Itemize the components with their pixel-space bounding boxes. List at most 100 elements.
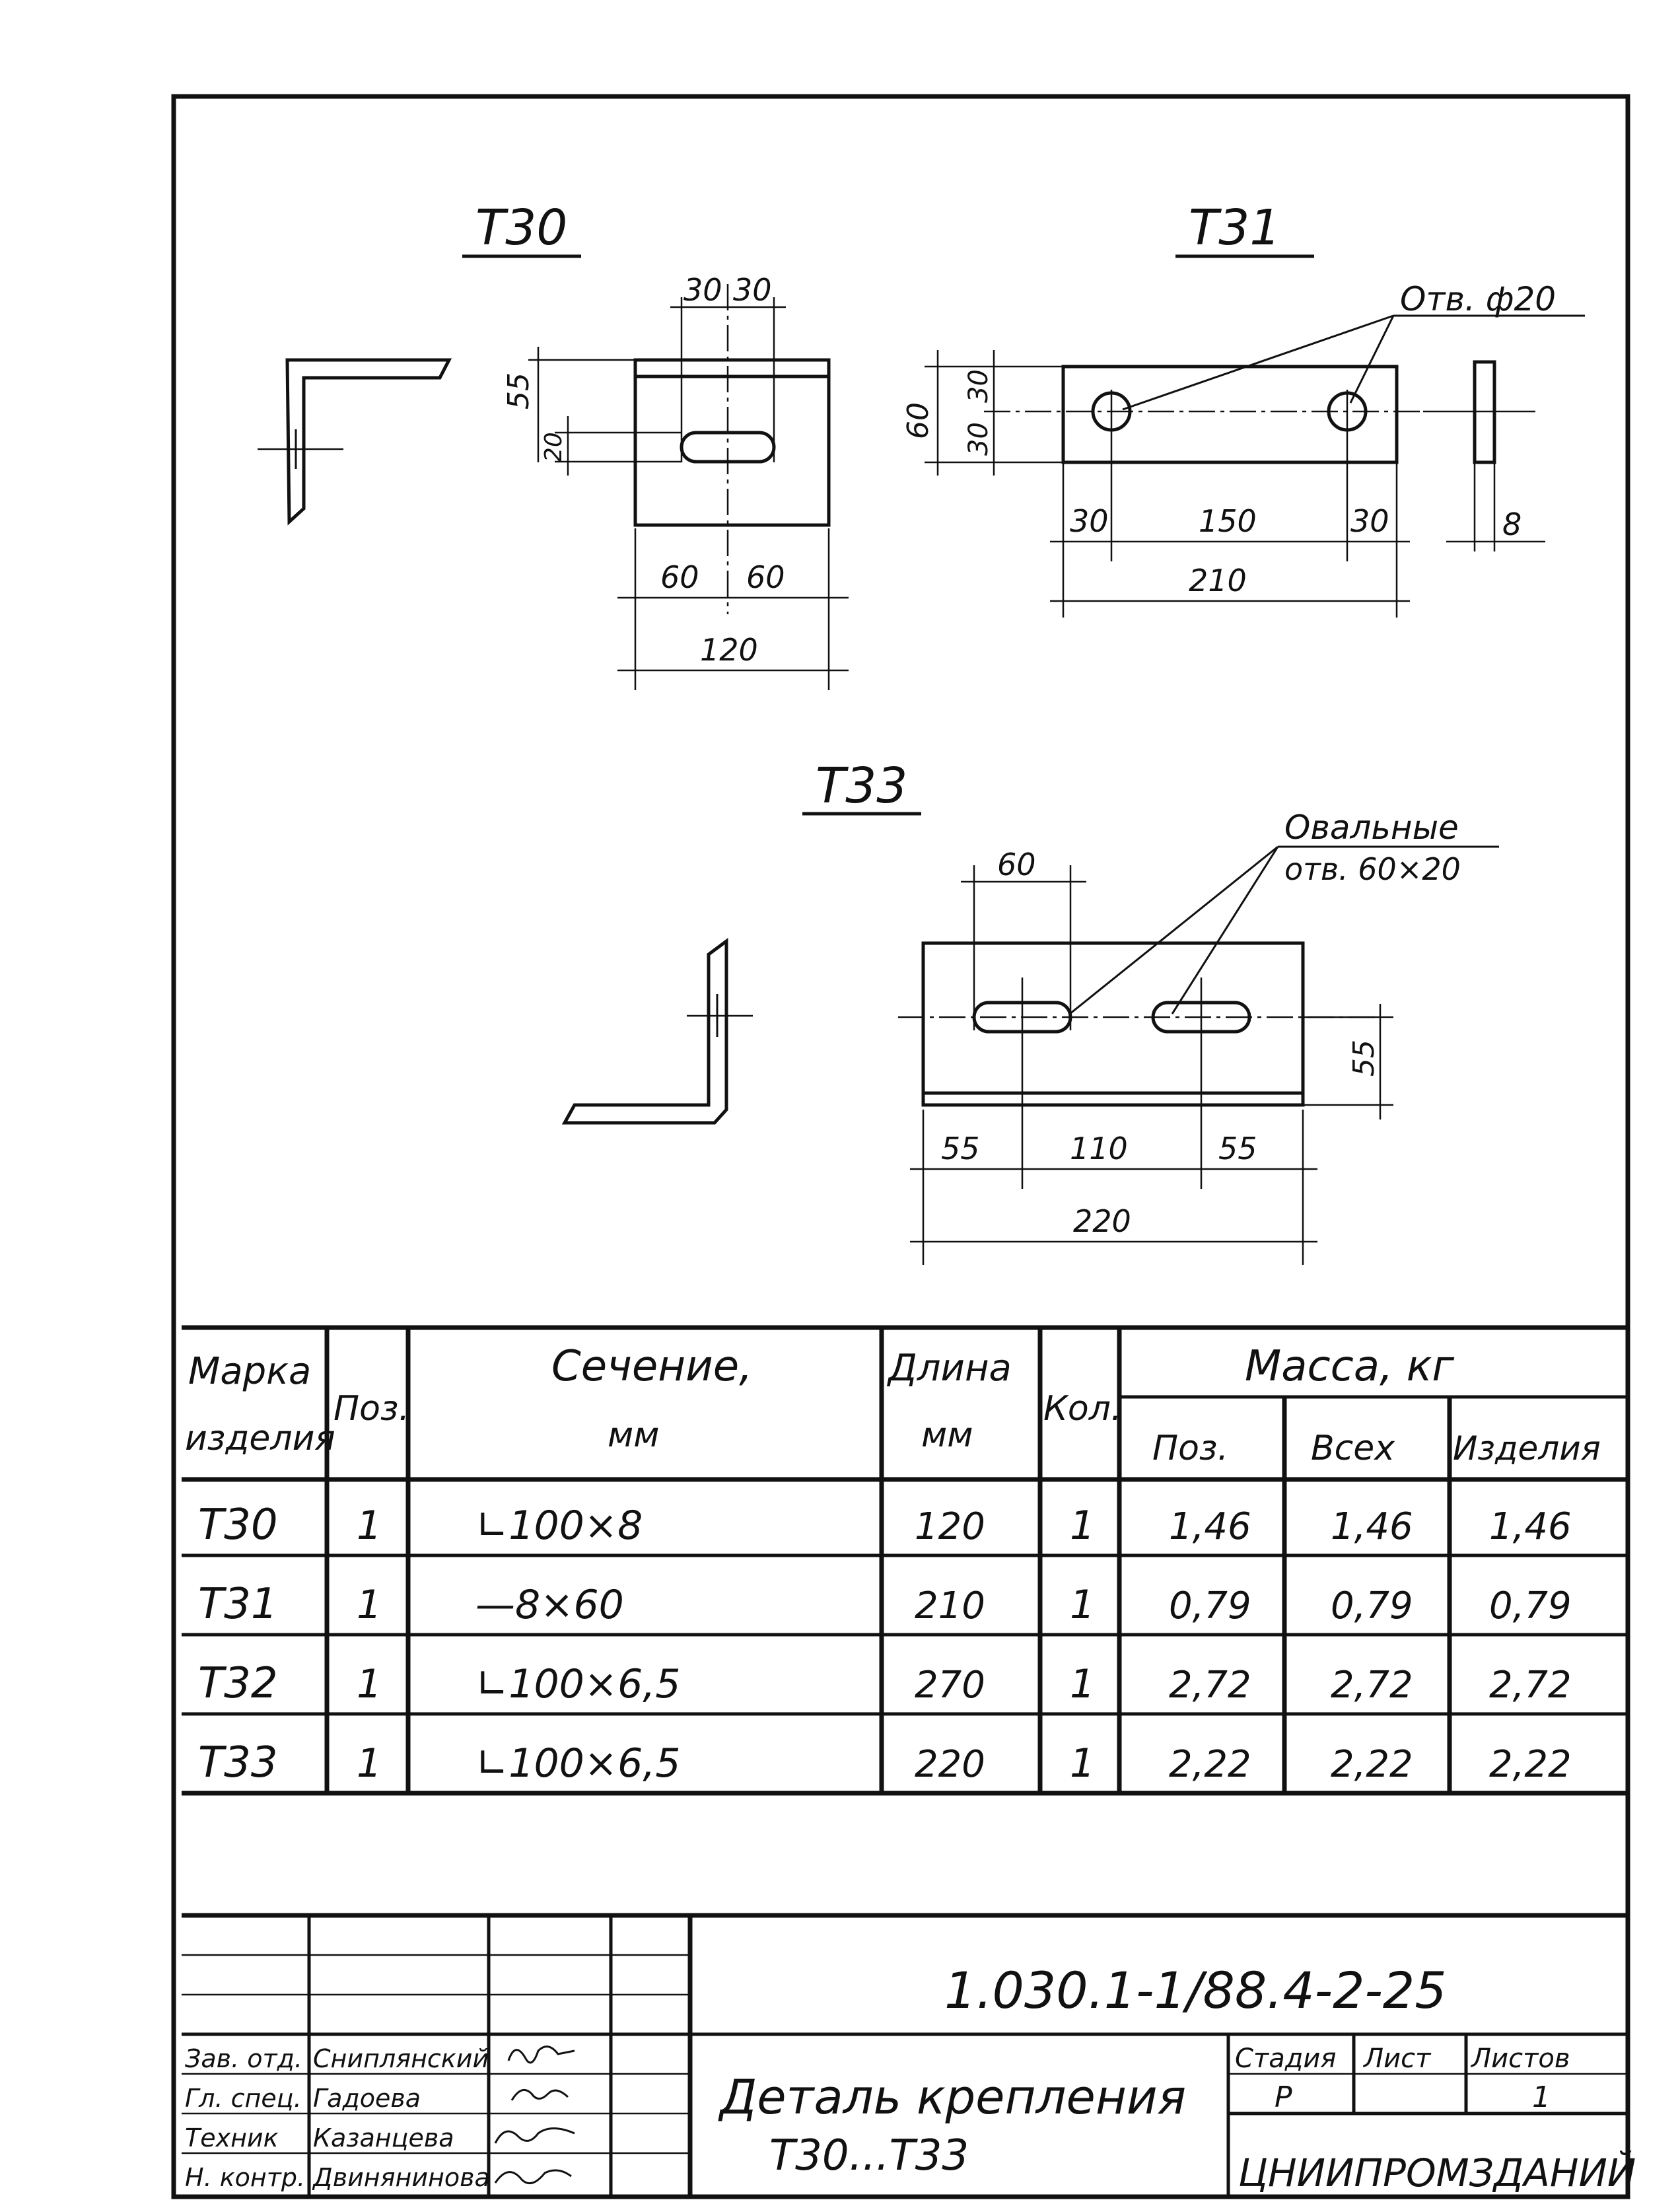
cell-length: 120: [915, 1505, 985, 1548]
sheet-frame: [171, 94, 1630, 2199]
table-row: Т31 1 —8×60 210 1 0,79 0,79 0,79: [198, 1580, 1572, 1629]
doc-title-line2: Т30...Т33: [769, 2131, 969, 2180]
role-tech: Техник: [185, 2123, 279, 2152]
header-mass: Масса, кг: [1245, 1342, 1454, 1391]
role-head: Зав. отд.: [185, 2044, 302, 2073]
t33-leader-1: [1069, 845, 1278, 1015]
doc-title-line1: Деталь крепления: [718, 2069, 1186, 2125]
cell-mass-all: 1,46: [1331, 1505, 1413, 1548]
cell-pos: 1: [357, 1661, 382, 1707]
name-tech: Казанцева: [313, 2123, 454, 2152]
t30-dim-left-20: 20: [540, 432, 567, 462]
cell-qty: 1: [1070, 1740, 1095, 1787]
cell-section: ∟100×6,5: [475, 1740, 681, 1787]
t30-plate: [633, 358, 831, 527]
role-chief: Гл. спец.: [185, 2084, 302, 2113]
t30-title: Т30: [475, 199, 567, 256]
table-row: Т30 1 ∟100×8 120 1 1,46 1,46 1,46: [198, 1501, 1572, 1549]
t31-plate: [1061, 365, 1399, 464]
header-section-2: мм: [608, 1415, 659, 1455]
t31-dim-right: 30: [1350, 503, 1389, 539]
t33-leader-2: [1171, 846, 1279, 1014]
cell-pos: 1: [357, 1582, 382, 1628]
cell-section: ∟100×6,5: [475, 1661, 681, 1707]
t33-dim-bottom-middle: 110: [1070, 1131, 1128, 1166]
table-row: Т32 1 ∟100×6,5 270 1 2,72 2,72 2,72: [198, 1659, 1572, 1708]
t31-dim-middle: 150: [1199, 503, 1257, 539]
cell-mass-all: 2,22: [1331, 1743, 1413, 1786]
sheets-value: 1: [1532, 2080, 1551, 2114]
cell-mass-pos: 2,22: [1169, 1743, 1251, 1786]
header-mass-all: Всех: [1311, 1429, 1395, 1468]
t30-angle-section: [285, 358, 452, 526]
signature-3: [494, 2127, 575, 2144]
cell-qty: 1: [1070, 1503, 1095, 1549]
t33-angle-section: [561, 938, 728, 1125]
t33-hole-note-line1: Овальные: [1284, 808, 1459, 847]
t31-title: Т31: [1189, 199, 1280, 256]
signature-2: [510, 2088, 569, 2101]
t33-hole-note-line2: отв. 60×20: [1284, 851, 1461, 887]
t33-dim-slot: 60: [997, 847, 1036, 882]
t31-dim-lower: 30: [963, 422, 994, 456]
cell-mark: Т32: [198, 1659, 278, 1708]
t31-dim-total: 210: [1189, 563, 1247, 598]
cell-pos: 1: [357, 1740, 382, 1787]
t30-dim-bottom-right: 60: [746, 559, 785, 595]
drawing-t33: Т33 Овальные отв. 60×20 60 55 55 110: [561, 758, 1499, 1265]
sheet-label: Лист: [1362, 2044, 1432, 2074]
t30-dim-total: 120: [700, 632, 758, 668]
name-control: Двиняниновa: [312, 2163, 490, 2192]
t31-leader-2: [1349, 315, 1395, 404]
drawing-t30: Т30 30 30 55 20 60 60 120: [258, 199, 849, 690]
cell-section: ∟100×8: [475, 1503, 643, 1549]
t33-plate: [921, 941, 1305, 1107]
title-block: 1.030.1-1/88.4-2-25 Зав. отд. Гл. спец. …: [182, 1913, 1636, 2197]
t31-leader-1: [1122, 314, 1394, 411]
header-mark-1: Марка: [188, 1350, 311, 1393]
cell-length: 220: [915, 1743, 985, 1786]
t30-dim-left-55: 55: [502, 373, 536, 409]
specification-table: Марка изделия Поз. Сечение, мм Длина мм …: [182, 1325, 1626, 1796]
cell-mass-item: 2,22: [1489, 1743, 1572, 1786]
t31-dim-thickness: 8: [1502, 507, 1522, 542]
sheets-label: Листов: [1470, 2044, 1570, 2074]
t31-hole-note: Отв. ф20: [1400, 280, 1556, 318]
cell-mass-pos: 1,46: [1169, 1505, 1251, 1548]
header-qty: Кол.: [1043, 1389, 1122, 1429]
stage-label: Стадия: [1235, 2044, 1336, 2074]
cell-mass-item: 2,72: [1489, 1664, 1572, 1707]
header-pos: Поз.: [333, 1389, 409, 1429]
name-chief: Гадоева: [313, 2084, 421, 2113]
t30-dim-bottom-left: 60: [660, 559, 699, 595]
drawing-t31: Т31 Отв. ф20 60 30 30 30 150 30 210: [901, 199, 1585, 618]
t33-dim-bottom-right: 55: [1218, 1131, 1257, 1166]
cell-pos: 1: [357, 1503, 382, 1549]
cell-mass-pos: 2,72: [1169, 1664, 1251, 1707]
cell-mass-all: 2,72: [1331, 1664, 1413, 1707]
cell-mark: Т30: [198, 1501, 278, 1549]
t33-dim-bottom-left: 55: [941, 1131, 980, 1166]
signature-4: [494, 2169, 572, 2185]
t33-dim-total: 220: [1073, 1203, 1131, 1239]
cell-qty: 1: [1070, 1661, 1095, 1707]
t33-title: Т33: [816, 758, 907, 814]
header-mass-item: Изделия: [1453, 1429, 1601, 1468]
header-mark-2: изделия: [185, 1419, 335, 1458]
cell-length: 270: [915, 1664, 985, 1707]
stage-value: Р: [1275, 2080, 1292, 2114]
header-section-1: Сечение,: [551, 1342, 752, 1391]
t31-dim-left: 30: [1070, 503, 1109, 539]
cell-mass-item: 0,79: [1489, 1584, 1572, 1627]
header-mass-pos: Поз.: [1152, 1429, 1228, 1468]
cell-section: —8×60: [475, 1582, 624, 1628]
cell-mass-all: 0,79: [1331, 1584, 1413, 1627]
cell-mark: Т31: [198, 1580, 278, 1629]
name-head: Сниплянский: [313, 2044, 489, 2073]
cell-mass-pos: 0,79: [1169, 1584, 1251, 1627]
t31-dim-height: 60: [901, 402, 935, 439]
signature-1: [507, 2045, 575, 2064]
cell-qty: 1: [1070, 1582, 1095, 1628]
header-length-2: мм: [921, 1415, 973, 1455]
